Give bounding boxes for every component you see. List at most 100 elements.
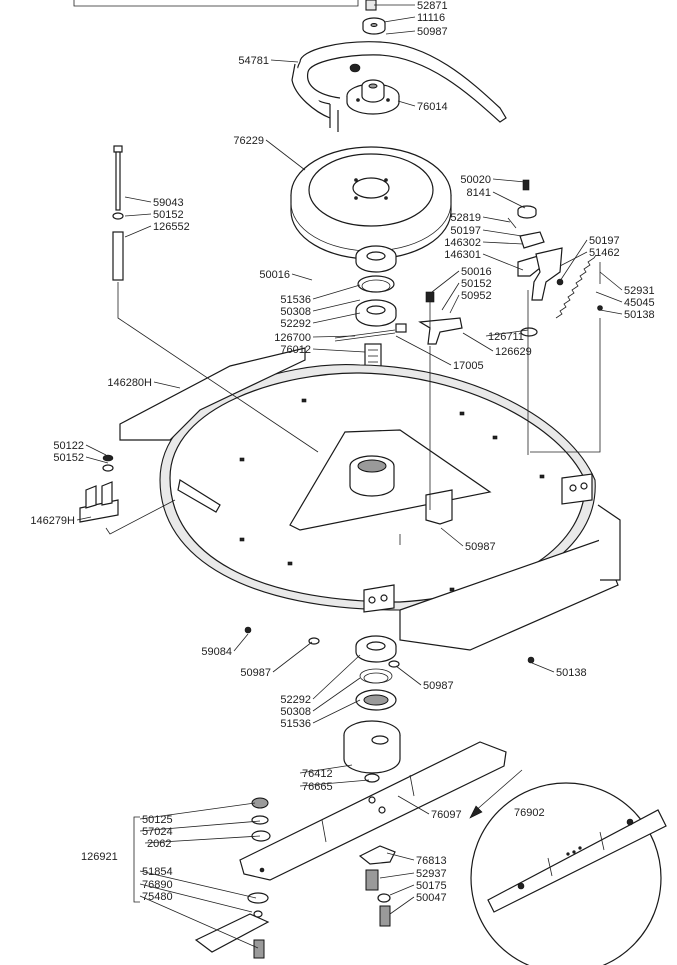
leader-line-l-50020 <box>492 178 526 183</box>
leader-line-l-50016b <box>431 270 460 293</box>
leader-line-l-50125 <box>139 802 256 820</box>
tube-bolt <box>112 145 124 281</box>
hub-assembly <box>346 63 400 115</box>
leader-line-l-50987d <box>395 665 422 686</box>
part-label-l-126552: 126552 <box>153 221 190 233</box>
part-label-l-50197a: 50197 <box>450 225 481 237</box>
leader-line-l-76014 <box>397 100 416 107</box>
part-label-l-50138b: 50138 <box>556 667 587 679</box>
leader-line-l-50308a <box>312 299 361 312</box>
leader-line-l-76890 <box>139 883 253 913</box>
leader-line-l-57024 <box>139 820 261 832</box>
part-label-l-76229: 76229 <box>233 135 264 147</box>
part-label-l-52871: 52871 <box>417 0 448 12</box>
leader-line-l-50152b <box>441 282 460 311</box>
part-label-l-146279H: 146279H <box>30 515 75 527</box>
leader-line-l-52819 <box>482 216 511 223</box>
part-label-l-57024: 57024 <box>142 826 173 838</box>
part-label-l-11116: 11116 <box>417 12 445 24</box>
part-label-l-76097: 76097 <box>431 809 462 821</box>
leader-line-l-146302 <box>482 241 524 245</box>
part-label-l-52931: 52931 <box>624 285 655 297</box>
part-label-l-50016a: 50016 <box>259 269 290 281</box>
leader-line-l-52937 <box>379 872 415 879</box>
part-label-l-75480: 75480 <box>142 891 173 903</box>
leader-line-l-50152c <box>85 456 109 464</box>
belt <box>291 41 507 132</box>
leader-line-l-50175 <box>389 884 415 896</box>
part-label-l-50987b: 50987 <box>465 541 496 553</box>
part-label-l-76412: 76412 <box>302 768 333 780</box>
part-label-l-2062: 2062 <box>147 838 171 850</box>
title-box-edge <box>73 0 359 7</box>
leader-line-l-50152a <box>124 213 152 217</box>
part-label-l-50125: 50125 <box>142 814 173 826</box>
part-label-l-50308a: 50308 <box>280 306 311 318</box>
leader-line-l-76097 <box>397 795 430 815</box>
part-label-l-50138a: 50138 <box>624 309 655 321</box>
leader-line-l-50952 <box>449 294 460 314</box>
leader-line-l-76412 <box>299 764 353 774</box>
part-label-l-17005: 17005 <box>453 360 484 372</box>
part-label-l-126921: 126921 <box>81 851 118 863</box>
leader-line-l-54781 <box>270 59 299 63</box>
part-label-l-54781: 54781 <box>238 55 269 67</box>
part-label-l-52292a: 52292 <box>280 318 311 330</box>
leader-line-l-51536b <box>312 699 361 724</box>
part-label-l-146280H: 146280H <box>107 377 152 389</box>
part-label-l-50952: 50952 <box>461 290 492 302</box>
blade <box>194 741 507 953</box>
part-label-l-50047: 50047 <box>416 892 447 904</box>
part-label-l-126711: 126711 <box>488 331 524 343</box>
leader-line-l-75480 <box>139 895 259 949</box>
part-label-l-50987d: 50987 <box>423 680 454 692</box>
leader-line-l-126552 <box>124 225 152 238</box>
leader-line-l-52931 <box>599 271 623 291</box>
part-label-l-50152c: 50152 <box>53 452 84 464</box>
leader-line-l-51854 <box>139 870 257 899</box>
part-label-l-76014: 76014 <box>417 101 448 113</box>
spring <box>555 254 603 319</box>
part-label-l-51462: 51462 <box>589 247 620 259</box>
part-label-l-52292b: 52292 <box>280 694 311 706</box>
part-label-l-76813: 76813 <box>416 855 447 867</box>
leader-line-l-17005 <box>395 335 452 366</box>
part-label-l-50020: 50020 <box>460 174 491 186</box>
part-label-l-50308b: 50308 <box>280 706 311 718</box>
part-label-l-76665: 76665 <box>302 781 333 793</box>
part-label-l-50152a: 50152 <box>153 209 184 221</box>
lower-bearing-stack <box>244 626 535 783</box>
part-label-l-126700: 126700 <box>274 332 311 344</box>
part-label-l-59084: 59084 <box>201 646 232 658</box>
part-label-l-76012: 76012 <box>280 344 311 356</box>
part-label-l-50122: 50122 <box>53 440 84 452</box>
leader-line-l-146280H <box>153 381 181 389</box>
part-label-l-45045: 45045 <box>624 297 655 309</box>
labels-layer: 5287111116509875478176014762295002081415… <box>30 0 655 949</box>
leader-line-l-50016a <box>291 273 313 281</box>
leader-line-l-126629 <box>462 332 494 352</box>
part-label-l-50987a: 50987 <box>417 26 448 38</box>
assembly-leaders <box>117 282 601 545</box>
group-bracket <box>133 816 140 903</box>
leader-line-l-76665 <box>299 779 370 787</box>
part-label-l-126629: 126629 <box>495 346 532 358</box>
leader-line-l-76229 <box>265 139 306 171</box>
leader-line-l-45045 <box>595 291 623 303</box>
leader-line-l-52292b <box>312 654 361 700</box>
leader-line-l-59043 <box>124 196 152 203</box>
leader-line-l-51536a <box>312 284 361 300</box>
part-label-l-50197b: 50197 <box>589 235 620 247</box>
leader-line-l-146279H <box>76 516 92 521</box>
leader-line-l-50122 <box>85 444 107 456</box>
blade-bolt-stack <box>247 797 271 959</box>
leader-line-l-50197a <box>482 229 523 237</box>
upper-bearing-stack <box>355 245 397 327</box>
part-label-l-51854: 51854 <box>142 866 173 878</box>
leader-line-l-76012 <box>312 348 366 353</box>
part-label-l-51536b: 51536 <box>280 718 311 730</box>
leader-line-l-50987c <box>272 641 313 673</box>
leader-line-l-2062 <box>144 835 261 844</box>
leader-line-l-50308b <box>312 677 361 712</box>
